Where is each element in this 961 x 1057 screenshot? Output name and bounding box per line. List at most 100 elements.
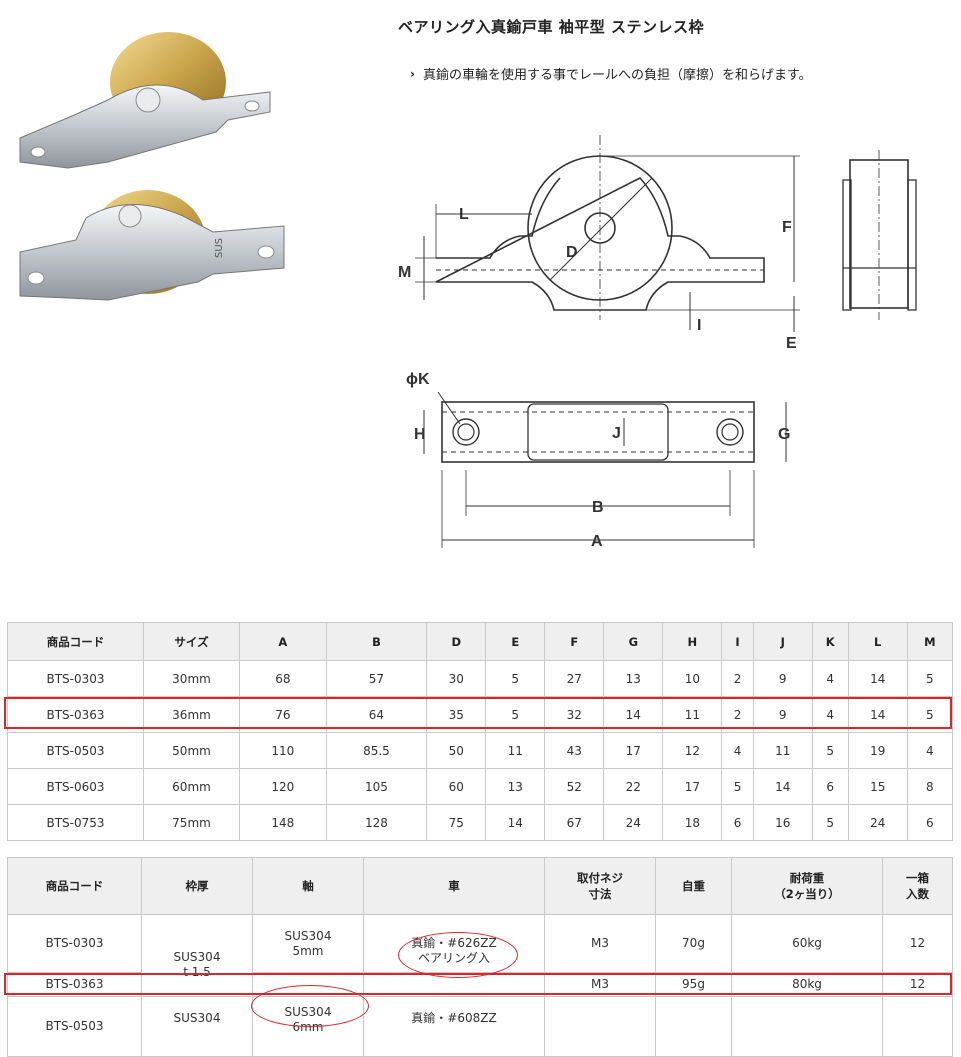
- cell-weight: 70g: [655, 914, 732, 973]
- col-header: 商品コード: [7, 622, 144, 661]
- col-header-line: 入数: [906, 887, 929, 901]
- table-cell: 5: [485, 660, 546, 697]
- cell-code: BTS-0753: [7, 804, 144, 841]
- col-header: E: [485, 622, 546, 661]
- table-cell: 30mm: [143, 660, 240, 697]
- table-cell: 30: [426, 660, 487, 697]
- table-cell: 15: [847, 768, 908, 805]
- table-cell: 120: [239, 768, 327, 805]
- col-header-load: 耐荷重 （2ヶ当り）: [731, 857, 883, 915]
- table-cell: 17: [662, 768, 723, 805]
- table-cell: 14: [847, 696, 908, 733]
- table-cell: 24: [603, 804, 664, 841]
- frame-line: SUS304: [173, 949, 221, 964]
- col-header-line: 耐荷重: [789, 871, 825, 885]
- table-cell: 5: [811, 804, 849, 841]
- cell-weight: [655, 996, 732, 1057]
- table-cell: 24: [847, 804, 908, 841]
- table-cell: 105: [325, 768, 428, 805]
- cell-load: [731, 996, 883, 1057]
- label-J: J: [612, 425, 621, 442]
- table-cell: 4: [906, 732, 954, 769]
- table-cell: 52: [544, 768, 605, 805]
- table-cell: 6: [906, 804, 954, 841]
- col-header-frame: 枠厚: [141, 857, 253, 915]
- product-photo: SUS: [19, 32, 285, 301]
- col-header: A: [239, 622, 327, 661]
- label-G: G: [778, 426, 790, 443]
- cell-code: BTS-0303: [7, 914, 142, 973]
- table-cell: 18: [662, 804, 723, 841]
- table-cell: 6: [811, 768, 849, 805]
- label-M: M: [398, 264, 411, 281]
- table-cell: 9: [752, 660, 813, 697]
- table-cell: 22: [603, 768, 664, 805]
- table-cell: 75mm: [143, 804, 240, 841]
- table-cell: 32: [544, 696, 605, 733]
- table-cell: 57: [325, 660, 428, 697]
- table-cell: 13: [485, 768, 546, 805]
- cell-load: 60kg: [731, 914, 883, 973]
- table-cell: 64: [325, 696, 428, 733]
- table-cell: 50mm: [143, 732, 240, 769]
- label-F: F: [782, 219, 792, 236]
- table-cell: 5: [906, 696, 954, 733]
- product-title: ベアリング入真鍮戸車 袖平型 ステンレス枠: [398, 18, 704, 36]
- table-cell: 5: [906, 660, 954, 697]
- cell-screw: M3: [544, 914, 656, 973]
- label-E: E: [786, 335, 797, 352]
- col-header: J: [752, 622, 813, 661]
- table-cell: 14: [485, 804, 546, 841]
- col-header: L: [847, 622, 908, 661]
- table-cell: 5: [811, 732, 849, 769]
- feature-text: 真鍮の車輪を使用する事でレールへの負担（摩擦）を和らげます。: [422, 68, 812, 83]
- table-cell: 11: [485, 732, 546, 769]
- table-cell: 85.5: [325, 732, 428, 769]
- cell-code: BTS-0303: [7, 660, 144, 697]
- cell-code: BTS-0503: [7, 732, 144, 769]
- cell-qty: 12: [882, 914, 953, 973]
- table-cell: 11: [752, 732, 813, 769]
- col-header-shaft: 軸: [252, 857, 364, 915]
- col-header: B: [325, 622, 428, 661]
- table-cell: 8: [906, 768, 954, 805]
- col-header-line: （2ヶ当り）: [774, 887, 840, 901]
- table-cell: 67: [544, 804, 605, 841]
- label-H: H: [414, 426, 426, 443]
- col-header: G: [603, 622, 664, 661]
- col-header: K: [811, 622, 849, 661]
- cell-code: BTS-0603: [7, 768, 144, 805]
- table-cell: 13: [603, 660, 664, 697]
- col-header: F: [544, 622, 605, 661]
- label-L: L: [459, 206, 469, 223]
- table-cell: 148: [239, 804, 327, 841]
- table-cell: 2: [721, 660, 754, 697]
- cell-wheel: 真鍮・#608ZZ: [363, 996, 545, 1057]
- table-cell: 27: [544, 660, 605, 697]
- table-cell: 14: [847, 660, 908, 697]
- dimensions-table: 商品コード サイズ A B D E F G H I J K L M BTS-03…: [7, 622, 954, 841]
- col-header: I: [721, 622, 754, 661]
- col-header-screw: 取付ネジ寸法: [544, 857, 656, 915]
- highlight-ellipse-shaft: [251, 985, 369, 1027]
- table-cell: 14: [603, 696, 664, 733]
- table-cell: 68: [239, 660, 327, 697]
- table-cell: 60: [426, 768, 487, 805]
- frame-line: t 1.5: [183, 964, 211, 979]
- shaft-line: 5mm: [292, 943, 324, 958]
- col-header-weight: 自重: [655, 857, 732, 915]
- col-header-line: 取付ネジ: [577, 871, 623, 885]
- feature-bullet: › 真鍮の車輪を使用する事でレールへの負担（摩擦）を和らげます。: [410, 64, 812, 84]
- col-header: サイズ: [143, 622, 240, 661]
- col-header: H: [662, 622, 723, 661]
- table-cell: 12: [662, 732, 723, 769]
- label-I: I: [697, 317, 701, 334]
- svg-text:SUS: SUS: [214, 238, 225, 258]
- table-cell: 60mm: [143, 768, 240, 805]
